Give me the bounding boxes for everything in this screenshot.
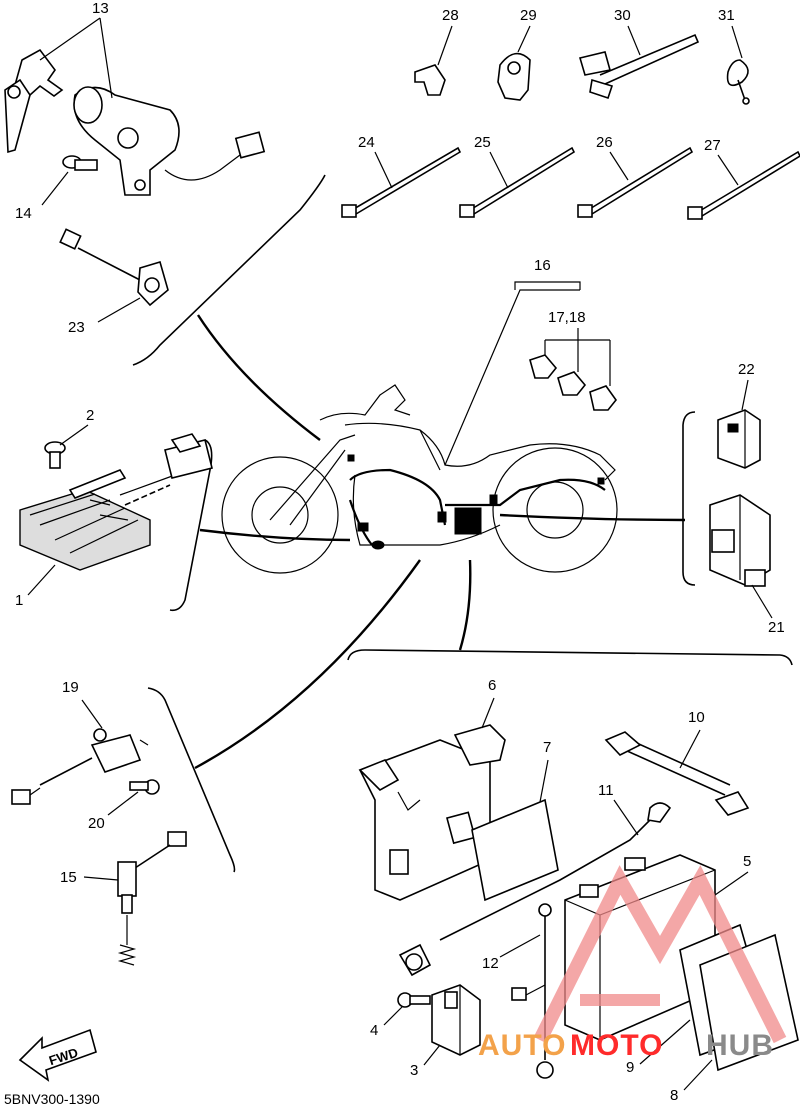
callout-19: 19 — [62, 679, 103, 729]
svg-text:10: 10 — [688, 709, 705, 726]
callout-6: 6 — [481, 677, 496, 729]
callout-25: 25 — [474, 134, 509, 189]
callout-15: 15 — [60, 869, 119, 886]
svg-text:22: 22 — [738, 361, 755, 378]
relay-22 — [717, 409, 761, 469]
callout-7: 7 — [539, 739, 551, 803]
callout-20: 20 — [88, 791, 139, 832]
svg-text:6: 6 — [488, 677, 496, 694]
clip-28 — [414, 64, 446, 96]
svg-text:19: 19 — [62, 679, 79, 696]
svg-text:12: 12 — [482, 955, 499, 972]
relay-3 — [431, 984, 481, 1056]
callout-12: 12 — [482, 934, 541, 972]
clip-30 — [578, 33, 700, 100]
callout-31: 31 — [718, 7, 743, 59]
svg-text:30: 30 — [614, 7, 631, 24]
callout-5: 5 — [714, 853, 751, 896]
svg-text:AUTO: AUTO — [478, 1029, 566, 1062]
svg-text:9: 9 — [626, 1059, 634, 1076]
callout-10: 10 — [679, 709, 705, 769]
screw-14 — [62, 155, 98, 171]
svg-text:11: 11 — [598, 782, 614, 799]
battery-band-10 — [604, 731, 750, 816]
callout-2: 2 — [59, 407, 94, 446]
svg-text:13: 13 — [92, 0, 109, 17]
cable-tie-27 — [687, 150, 800, 220]
callout-14: 14 — [15, 171, 69, 222]
svg-text:4: 4 — [370, 1022, 378, 1039]
screw-20 — [129, 779, 160, 795]
sensor-23 — [59, 228, 169, 307]
svg-text:1: 1 — [15, 592, 23, 609]
switch-15 — [117, 831, 187, 966]
control-unit-21 — [709, 494, 771, 587]
svg-text:HUB: HUB — [706, 1029, 774, 1062]
callout-13: 13 — [39, 0, 113, 99]
pad-7 — [471, 798, 559, 902]
diagram-code: 5BNV300-1390 — [4, 1091, 100, 1106]
svg-text:2: 2 — [86, 407, 94, 424]
callout-1: 1 — [15, 564, 56, 609]
callout-27: 27 — [704, 137, 739, 186]
svg-text:20: 20 — [88, 815, 105, 832]
rectifier-regulator-1 — [19, 433, 213, 571]
callout-8: 8 — [670, 1059, 713, 1104]
watermark-logo: AUTO MOTO HUB — [478, 865, 787, 1062]
bolt-2 — [44, 441, 66, 469]
callout-3: 3 — [410, 1044, 441, 1079]
callout-28: 28 — [437, 7, 459, 66]
callout-11: 11 — [598, 782, 639, 836]
callout-4: 4 — [370, 1006, 403, 1039]
svg-text:15: 15 — [60, 869, 77, 886]
section-brackets — [132, 174, 793, 873]
cable-tie-25 — [459, 146, 576, 218]
sensor-19 — [11, 728, 149, 805]
svg-text:14: 14 — [15, 205, 32, 222]
screw-4 — [397, 992, 431, 1008]
svg-text:27: 27 — [704, 137, 721, 154]
svg-text:7: 7 — [543, 739, 551, 756]
motorcycle-outline — [221, 384, 618, 574]
main-switch-assembly — [4, 48, 266, 196]
svg-text:25: 25 — [474, 134, 491, 151]
svg-text:17,18: 17,18 — [548, 309, 586, 326]
svg-text:16: 16 — [534, 257, 551, 274]
callout-21: 21 — [751, 584, 785, 636]
svg-text:29: 29 — [520, 7, 537, 24]
svg-text:23: 23 — [68, 319, 85, 336]
fuses-17-18 — [529, 339, 618, 411]
svg-text:3: 3 — [410, 1062, 418, 1079]
callout-26: 26 — [596, 134, 629, 181]
callout-23: 23 — [68, 297, 141, 336]
battery-box-6 — [358, 724, 506, 901]
svg-text:21: 21 — [768, 619, 785, 636]
svg-text:24: 24 — [358, 134, 375, 151]
svg-text:5: 5 — [743, 853, 751, 870]
clip-29 — [497, 52, 531, 101]
callout-30: 30 — [614, 7, 641, 56]
clamp-31 — [726, 59, 750, 105]
callout-24: 24 — [358, 134, 393, 189]
callout-29: 29 — [517, 7, 537, 53]
cable-tie-26 — [577, 146, 694, 218]
callout-17-18: 17,18 — [548, 309, 586, 340]
callout-22: 22 — [738, 361, 755, 411]
callout-9: 9 — [626, 1019, 691, 1076]
svg-text:MOTO: MOTO — [570, 1029, 663, 1062]
callout-16: 16 — [534, 257, 551, 274]
svg-text:26: 26 — [596, 134, 613, 151]
svg-text:31: 31 — [718, 7, 735, 24]
svg-text:28: 28 — [442, 7, 459, 24]
lead-wire-11 — [398, 802, 672, 977]
fwd-arrow-icon: FWD — [18, 1028, 97, 1082]
svg-text:8: 8 — [670, 1087, 678, 1104]
cable-tie-24 — [341, 146, 462, 218]
